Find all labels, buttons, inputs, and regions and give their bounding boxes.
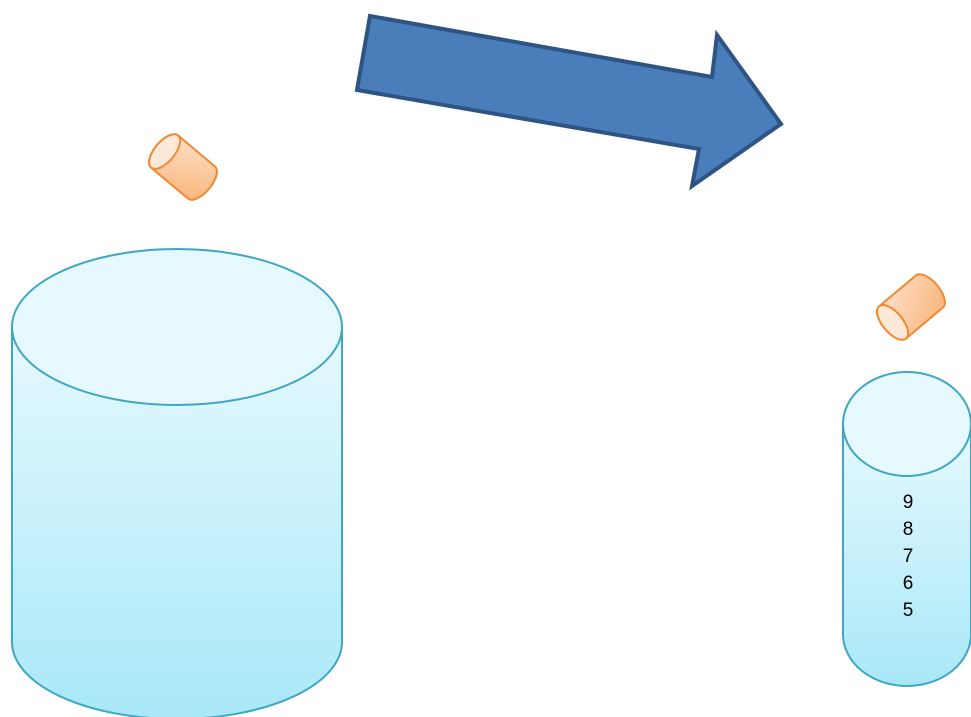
stack-value: 8 bbox=[902, 519, 914, 540]
cork-left bbox=[148, 133, 218, 201]
transfer-arrow bbox=[354, 13, 784, 191]
stack-value: 9 bbox=[902, 492, 914, 513]
stack-values: 9 8 7 6 5 bbox=[888, 489, 928, 624]
stack-value: 6 bbox=[902, 573, 914, 594]
stack-value: 7 bbox=[902, 546, 914, 567]
large-cylinder bbox=[11, 248, 343, 717]
stack-value: 5 bbox=[902, 600, 914, 621]
cork-right bbox=[876, 273, 946, 341]
small-cylinder bbox=[842, 371, 971, 687]
